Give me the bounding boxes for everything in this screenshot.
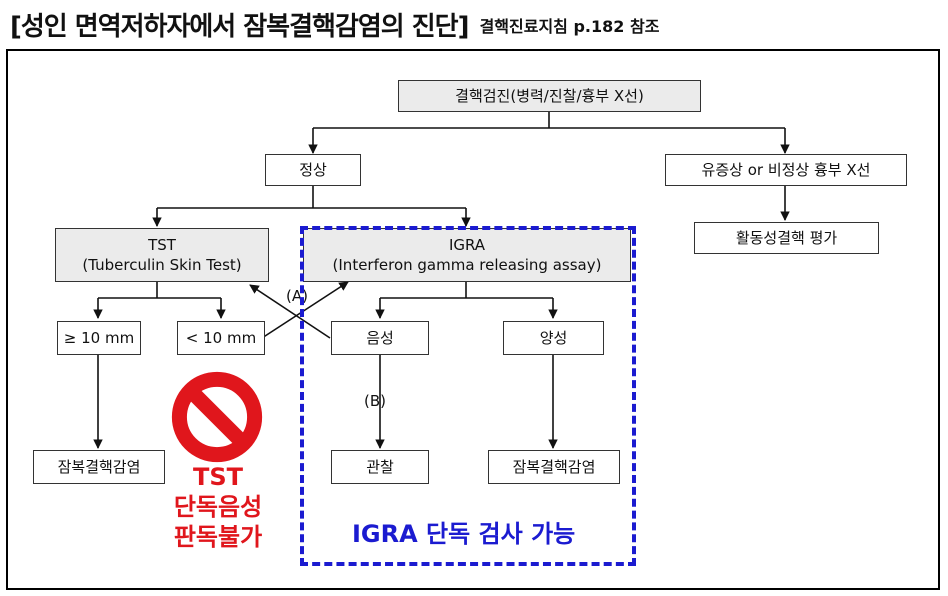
igra-subtitle: (Interferon gamma releasing assay) bbox=[332, 256, 602, 274]
igra-only-note: IGRA 단독 검사 가능 bbox=[352, 520, 576, 548]
tst-ge10-node: ≥ 10 mm bbox=[57, 321, 141, 355]
ltbi-left-label: 잠복결핵감염 bbox=[57, 458, 141, 476]
tst-lt10-label: < 10 mm bbox=[185, 329, 257, 347]
observe-node: 관찰 bbox=[331, 450, 429, 484]
page-header: [성인 면역저하자에서 잠복결핵감염의 진단] 결핵진료지침 p.182 참조 bbox=[10, 6, 659, 46]
tst-warning-line3: 판독불가 bbox=[173, 523, 263, 551]
observe-label: 관찰 bbox=[366, 458, 394, 476]
tst-title: TST bbox=[148, 236, 176, 254]
diagram-frame bbox=[6, 49, 940, 590]
screening-label: 결핵검진(병력/진찰/흉부 X선) bbox=[455, 87, 644, 105]
igra-positive-node: 양성 bbox=[503, 321, 604, 355]
page-title: [성인 면역저하자에서 잠복결핵감염의 진단] bbox=[10, 12, 469, 42]
path-label-b: (B) bbox=[364, 392, 386, 410]
tst-lt10-node: < 10 mm bbox=[177, 321, 265, 355]
active-eval-label: 활동성결핵 평가 bbox=[735, 229, 838, 247]
ltbi-right-label: 잠복결핵감염 bbox=[512, 458, 596, 476]
ltbi-right-node: 잠복결핵감염 bbox=[488, 450, 620, 484]
igra-negative-node: 음성 bbox=[331, 321, 429, 355]
tst-node: TST (Tuberculin Skin Test) bbox=[55, 228, 269, 282]
igra-positive-label: 양성 bbox=[539, 329, 568, 347]
abnormal-label: 유증상 or 비정상 흉부 X선 bbox=[701, 161, 871, 179]
no-entry-sign-icon bbox=[171, 371, 263, 463]
igra-only-highlight-box bbox=[300, 226, 636, 566]
ltbi-left-node: 잠복결핵감염 bbox=[33, 450, 165, 484]
igra-node: IGRA (Interferon gamma releasing assay) bbox=[303, 228, 631, 282]
tst-subtitle: (Tuberculin Skin Test) bbox=[82, 256, 242, 274]
active-eval-node: 활동성결핵 평가 bbox=[694, 222, 879, 254]
screening-node: 결핵검진(병력/진찰/흉부 X선) bbox=[398, 80, 701, 112]
tst-ge10-label: ≥ 10 mm bbox=[63, 329, 135, 347]
tst-warning-line2: 단독음성 bbox=[173, 493, 263, 521]
igra-title: IGRA bbox=[448, 236, 486, 254]
normal-node: 정상 bbox=[265, 154, 361, 186]
tst-warning-line1: TST bbox=[192, 463, 244, 491]
arrow-igra-neg-to-tst bbox=[249, 284, 331, 339]
tst-warning: TST 단독음성 판독불가 bbox=[158, 462, 278, 552]
reference-note: 결핵진료지침 p.182 참조 bbox=[479, 16, 660, 36]
abnormal-node: 유증상 or 비정상 흉부 X선 bbox=[665, 154, 907, 186]
arrow-tst-lt10-to-igra bbox=[261, 281, 349, 339]
igra-negative-label: 음성 bbox=[366, 329, 394, 347]
normal-label: 정상 bbox=[299, 161, 327, 179]
